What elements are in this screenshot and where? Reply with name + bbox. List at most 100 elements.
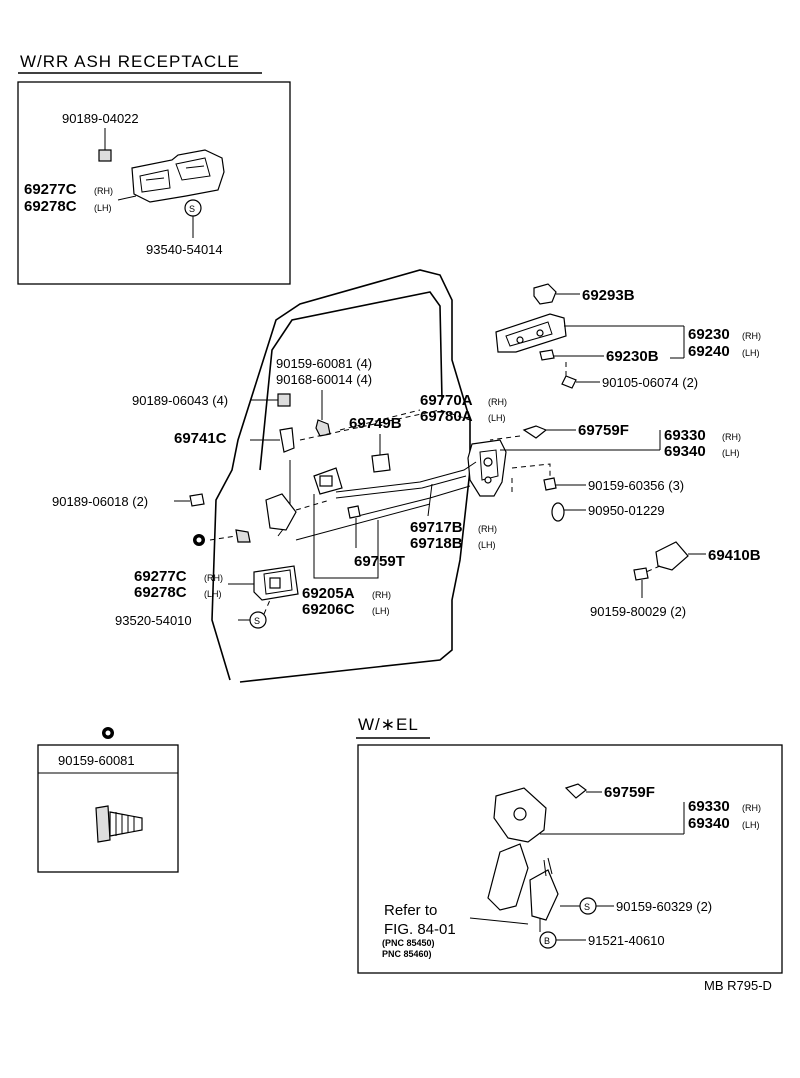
dash-striker-bolt xyxy=(645,565,661,573)
label-clip-749: 69749B xyxy=(349,415,402,432)
rod-upper-2 xyxy=(335,475,467,499)
label-rod-717: 69717B xyxy=(410,519,463,536)
striker-bolt-icon xyxy=(633,567,649,581)
label-69230b: 69230B xyxy=(606,348,659,365)
label-handle-rh: 69230 xyxy=(688,326,730,343)
label-clip-04022: 90189-04022 xyxy=(62,111,139,126)
ash-receptacle-header: W/RR ASH RECEPTACLE xyxy=(20,52,240,71)
label-rod-718-side: (LH) xyxy=(478,540,496,550)
door-assembly: 69293B 69230 (RH) 69240 (LH) 69230B 9010… xyxy=(52,269,761,683)
dash-lever xyxy=(295,499,331,511)
clip-06018-icon xyxy=(189,493,205,507)
el-header: W/∗EL xyxy=(358,715,419,734)
label-bolt-60081: 90159-60081 (4) xyxy=(276,356,372,371)
figure-id: MB R795-D xyxy=(704,978,772,993)
label-cable-770-side: (RH) xyxy=(488,397,507,407)
label-cable-780-side: (LH) xyxy=(488,413,506,423)
label-handle-rh-side: (RH) xyxy=(742,331,761,341)
el-label-bolt: 91521-40610 xyxy=(588,933,665,948)
ash-receptacle-inset: W/RR ASH RECEPTACLE 90189-04022 69277C (… xyxy=(17,52,291,285)
rod-lower-2 xyxy=(295,503,431,541)
bolt-06074-icon xyxy=(561,375,577,389)
label-69206c-side: (LH) xyxy=(372,606,390,616)
rod-759f-icon xyxy=(522,425,548,439)
label-plug-229: 90950-01229 xyxy=(588,503,665,518)
leader-69205a-bracket xyxy=(313,494,379,579)
legend-mark-inner xyxy=(196,537,202,543)
el-label-lock-lh: 69340 xyxy=(688,815,730,832)
label-knob-rh: 69277C xyxy=(24,181,77,198)
screw-356-icon xyxy=(543,477,557,491)
label-69206c: 69206C xyxy=(302,601,355,618)
label-knob-lh: 69278C xyxy=(24,198,77,215)
handle-pad-icon xyxy=(539,349,555,361)
el-label-lock-rh: 69330 xyxy=(688,798,730,815)
leader-rod-717 xyxy=(427,483,433,517)
el-box xyxy=(357,744,783,974)
handle-741-icon xyxy=(279,427,295,453)
outside-handle-part xyxy=(495,313,567,353)
clip-icon xyxy=(98,149,112,162)
inside-lock-lever xyxy=(313,467,343,495)
label-69205a-side: (RH) xyxy=(372,590,391,600)
label-bolt-60014: 90168-60014 (4) xyxy=(276,372,372,387)
label-screw-54014: 93540-54014 xyxy=(146,242,223,257)
s-mark: S xyxy=(189,204,195,214)
el-label-lock-lh-side: (LH) xyxy=(742,820,760,830)
legend-frame xyxy=(37,744,179,873)
label-cable-780: 69780A xyxy=(420,408,473,425)
label-69205a: 69205A xyxy=(302,585,355,602)
rod-upper xyxy=(335,461,477,493)
dash-rod-759f xyxy=(489,435,521,441)
label-rod-759t: 69759T xyxy=(354,553,405,570)
label-rh: (RH) xyxy=(94,186,113,196)
s-mark-010: S xyxy=(254,616,260,626)
label-clip-06043: 90189-06043 (4) xyxy=(132,393,228,408)
label-lock-rh: 69330 xyxy=(664,427,706,444)
label-striker-bolt: 90159-80029 (2) xyxy=(590,604,686,619)
label-handle-lh-side: (LH) xyxy=(742,348,760,358)
rod-lower xyxy=(349,485,471,519)
inside-handle-part xyxy=(253,565,299,601)
el-label-screw: 90159-60329 (2) xyxy=(616,899,712,914)
el-lock-actuator xyxy=(487,787,559,921)
label-inside-knob-rh: 69277C xyxy=(134,568,187,585)
el-b-mark: B xyxy=(544,936,550,946)
label-69293b: 69293B xyxy=(582,287,635,304)
label-handle-741: 69741C xyxy=(174,430,227,447)
el-rod-759f-icon xyxy=(564,783,587,799)
el-pnc-2: PNC 85460) xyxy=(382,949,432,959)
label-inside-knob-lh-side: (LH) xyxy=(204,589,222,599)
striker-icon xyxy=(655,541,689,571)
legend-bolt-icon xyxy=(95,805,143,843)
label-lh: (LH) xyxy=(94,203,112,213)
door-outer-outline xyxy=(211,269,471,683)
bolt-60081-icon xyxy=(315,419,331,437)
leader-knob xyxy=(117,195,137,201)
label-rod-717-side: (RH) xyxy=(478,524,497,534)
legend-part-number: 90159-60081 xyxy=(58,753,135,768)
rod-759t-clip-icon xyxy=(347,505,361,519)
label-lock-rh-side: (RH) xyxy=(722,432,741,442)
clip-06043-icon xyxy=(277,393,291,407)
label-lock-lh: 69340 xyxy=(664,443,706,460)
dash-screw-356 xyxy=(511,463,551,484)
el-refer-to: Refer to xyxy=(384,902,437,919)
el-inset: W/∗EL 69759F 69330 (RH) 69340 (LH) S 901… xyxy=(356,715,783,974)
label-inside-knob-lh: 69278C xyxy=(134,584,187,601)
inside-handle-ash-part xyxy=(131,149,225,203)
dash-line-top xyxy=(299,409,471,441)
bolt-icon xyxy=(235,529,251,543)
el-pnc-1: (PNC 85450) xyxy=(382,938,435,948)
label-inside-knob-rh-side: (RH) xyxy=(204,573,223,583)
plug-229-icon xyxy=(551,502,565,522)
label-rod-718: 69718B xyxy=(410,535,463,552)
clip-69293b-icon xyxy=(533,283,557,305)
el-label-rod-759f: 69759F xyxy=(604,784,655,801)
legend-box: 90159-60081 xyxy=(37,727,179,873)
label-lock-lh-side: (LH) xyxy=(722,448,740,458)
legend-header-mark-inner xyxy=(105,730,111,736)
s-screw-010-icon xyxy=(249,611,267,629)
label-striker: 69410B xyxy=(708,547,761,564)
